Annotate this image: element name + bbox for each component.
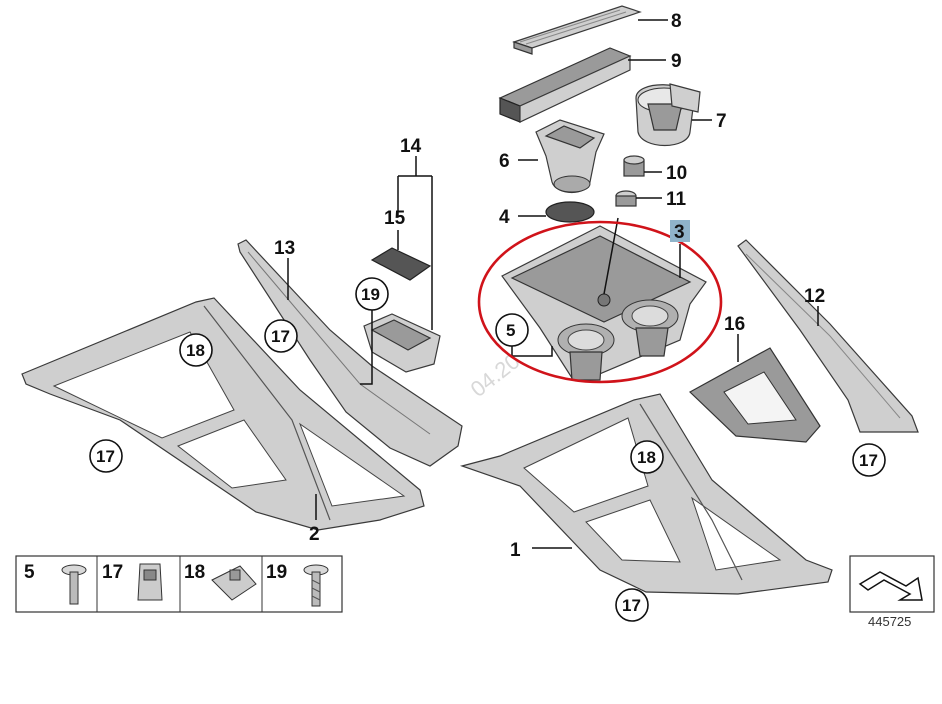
arrow-icon: [858, 571, 923, 601]
part-3-cupholder-housing: [501, 225, 707, 381]
callout-4: 4: [499, 207, 510, 228]
part-10-cap: [623, 155, 645, 177]
callout-15: 15: [384, 208, 406, 229]
diagram-number: 445725: [868, 614, 911, 629]
part-4-rubber-mat: [545, 201, 595, 223]
callout-14: 14: [400, 136, 422, 157]
callout-17-circled: 17: [271, 327, 290, 346]
part-14-storage-tray: [363, 313, 441, 373]
callout-1: 1: [510, 540, 521, 561]
callout-5-circled: 5: [506, 321, 515, 340]
callout-2: 2: [309, 524, 320, 545]
leader-lines: [287, 19, 819, 549]
part-16-selector-trim: [688, 347, 821, 443]
clip-nut-icon: [137, 563, 163, 601]
callout-11: 11: [666, 189, 687, 210]
legend-item-label: 5: [24, 562, 35, 583]
legend-item-label: 17: [102, 562, 123, 583]
callout-17-circled: 17: [622, 596, 641, 615]
callout-9: 9: [671, 51, 682, 72]
callout-17-circled: 17: [859, 451, 878, 470]
callout-8: 8: [671, 11, 682, 32]
callout-16: 16: [724, 314, 745, 335]
torx-screw-icon: [303, 564, 329, 607]
spring-clip-icon: [211, 565, 257, 601]
screw-icon: [61, 564, 87, 605]
part-9-lid: [498, 47, 632, 123]
part-12-side-trim: [737, 239, 919, 433]
callout-18-circled: 18: [637, 448, 656, 467]
highlight-ring: [477, 220, 723, 384]
legend-item-label: 19: [266, 562, 287, 583]
callout-6: 6: [499, 151, 510, 172]
callout-12: 12: [804, 286, 825, 307]
part-1-console-frame: [459, 393, 833, 595]
part-7-cup-insert: [635, 83, 701, 147]
fastener-legend: 5 17 18 19: [15, 555, 343, 613]
callout-3: 3: [674, 222, 685, 243]
callout-7: 7: [716, 111, 727, 132]
callout-19-circled: 19: [361, 285, 380, 304]
part-15-rubber-pad: [370, 247, 432, 281]
callouts: 8 9 7 6 10 11 4 3 12 16 14 15 13 2 1 5 1…: [89, 11, 886, 622]
callout-17-circled: 17: [96, 447, 115, 466]
legend-item-label: 18: [184, 562, 205, 583]
part-11-ring: [615, 190, 637, 207]
part-8-cover-mat: [512, 5, 642, 55]
callout-13: 13: [274, 238, 295, 259]
part-13-console-trim: [237, 239, 463, 467]
callout-18-circled: 18: [186, 341, 205, 360]
callout-10: 10: [666, 163, 687, 184]
part-6-tray-insert: [535, 119, 605, 194]
callout-3-badge: [670, 220, 690, 242]
orientation-box: [849, 555, 935, 613]
